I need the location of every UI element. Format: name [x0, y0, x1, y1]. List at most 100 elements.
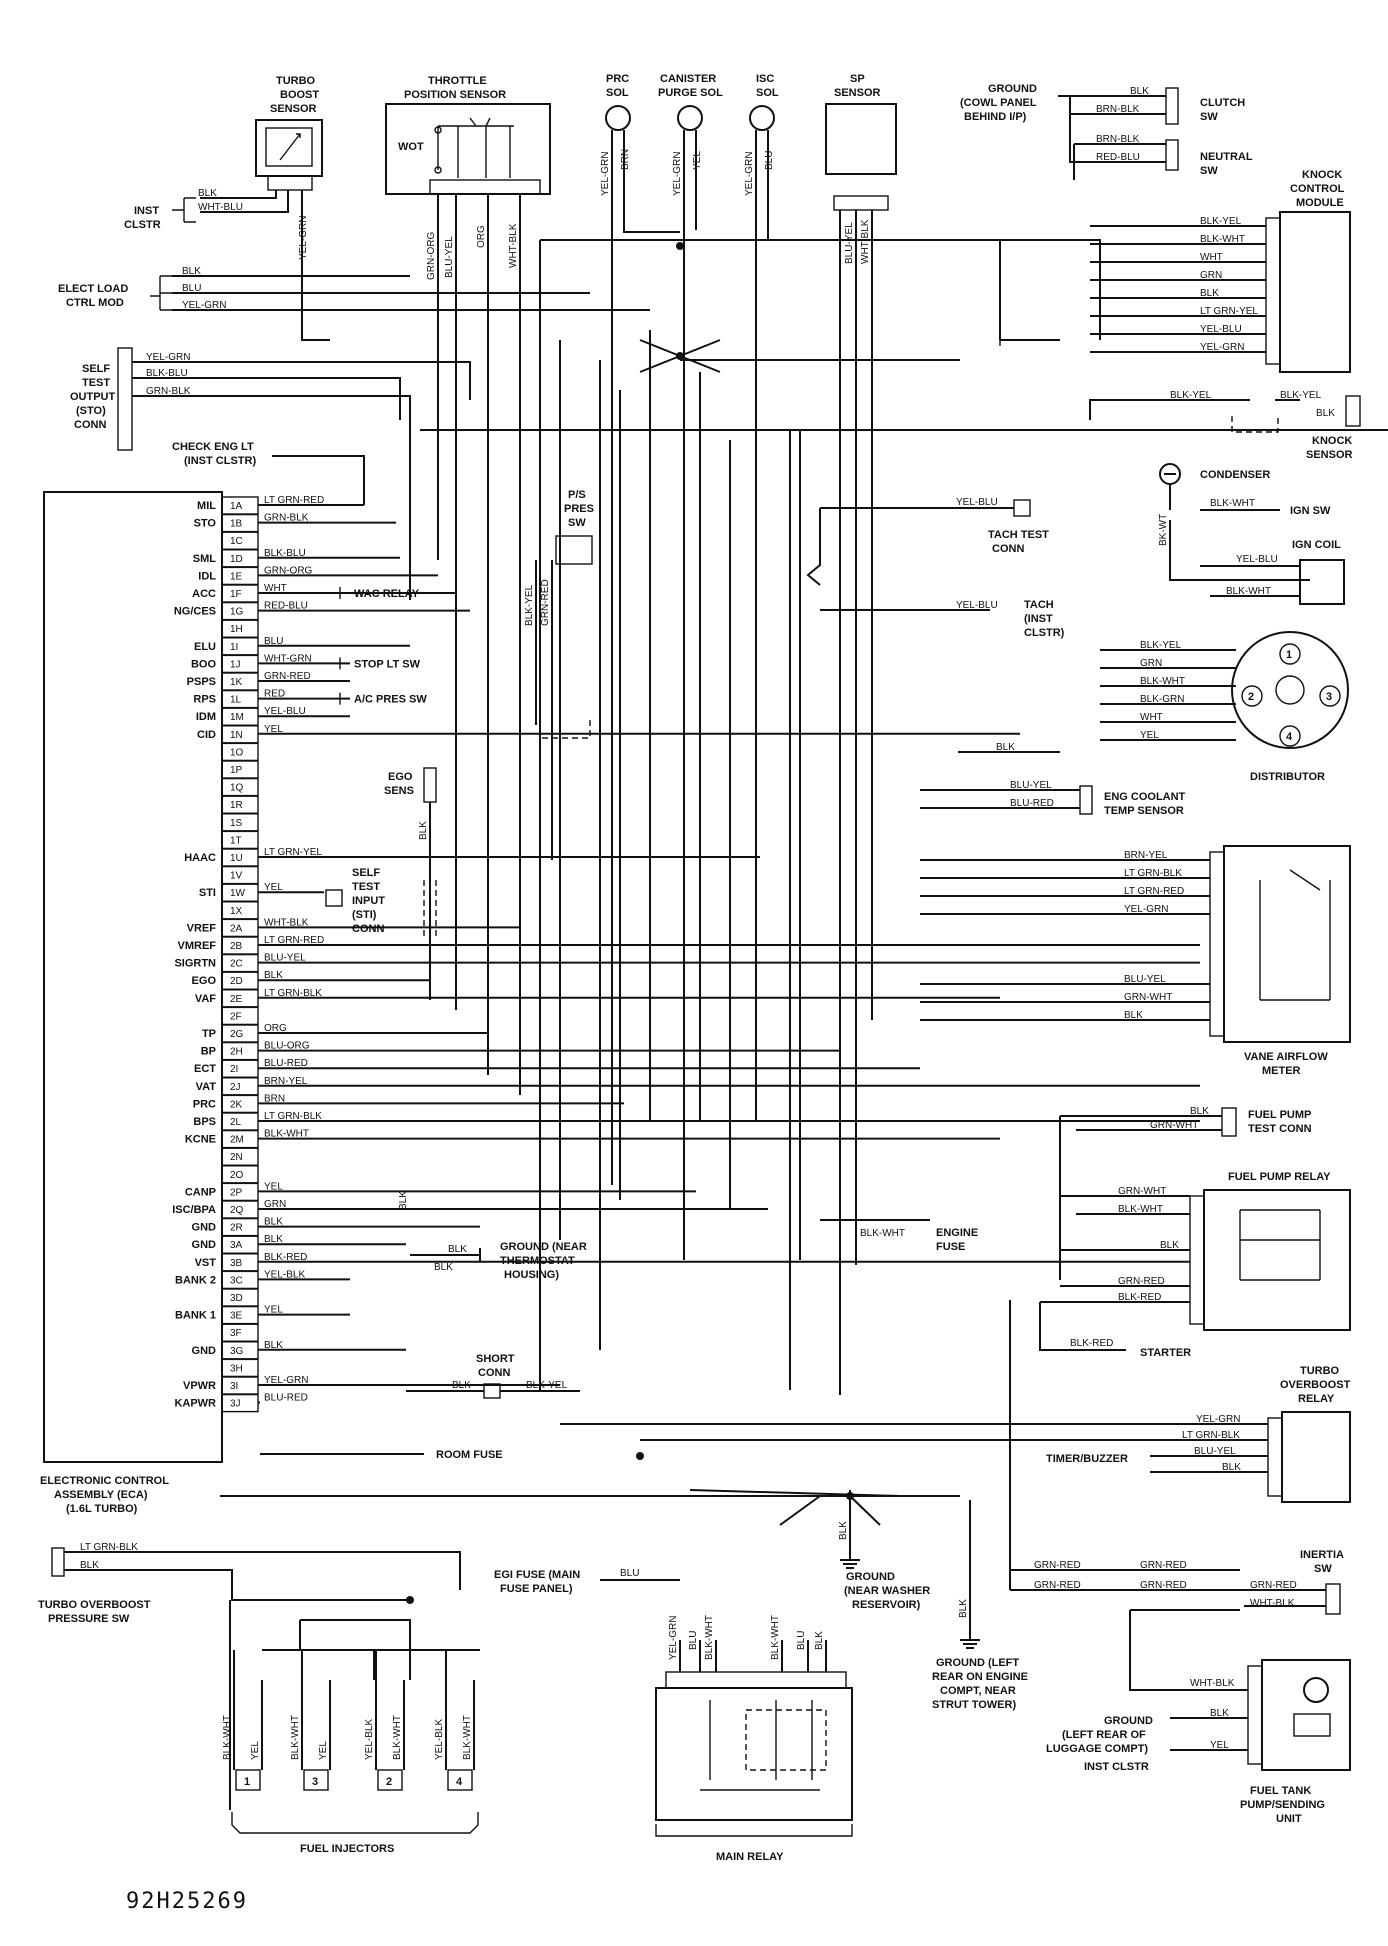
throttle-position-sensor: THROTTLE POSITION SENSOR WOT GRN-ORG BLU…: [385, 75, 551, 1095]
timer-buzzer-label: TIMER/BUZZER: [1046, 1453, 1128, 1465]
sto-label-2: TEST: [82, 377, 110, 389]
wire-label: BLK-WHT: [1118, 1204, 1163, 1215]
wire-label: BLU: [688, 1631, 699, 1650]
ecu-pin-id: 1Q: [230, 783, 244, 794]
ecu-pin-function: PRC: [193, 1098, 216, 1110]
wire-label: BLK-BLU: [146, 368, 188, 379]
distributor: 1 2 3 4 DISTRIBUTOR BLK-YELGRNBLK-WHTBLK…: [958, 631, 1349, 783]
wire-label: BLK: [838, 1521, 849, 1540]
ecu-pin-id: 1G: [230, 607, 244, 618]
wire-label: BLK-WHT: [1210, 498, 1255, 509]
wire-label: BLU-YEL: [844, 222, 855, 264]
wire-label: BLK: [398, 1191, 409, 1210]
inst-clstr-bottom: INST CLSTR: [1084, 1761, 1149, 1773]
distributor-wire-label: BLK: [996, 742, 1015, 753]
ecu-pin-function: SML: [193, 553, 217, 565]
wire-label: GRN-RED: [1118, 1276, 1165, 1287]
ecu-pin-wire-label: BLK-RED: [264, 1252, 307, 1263]
tor-connector: [1267, 1417, 1283, 1497]
distributor-wire-label: BLK-YEL: [1140, 640, 1182, 651]
coolant-sensor-icon: [1079, 785, 1093, 815]
ecu-pin-id: 1A: [230, 501, 243, 512]
main-relay-bracket: [655, 1824, 853, 1837]
wot-label: WOT: [398, 141, 424, 153]
sti-label-3: INPUT: [352, 895, 385, 907]
injector-wire-label: YEL: [318, 1741, 329, 1760]
wire-label: BLU: [182, 283, 201, 294]
ecu-pin-id: 2C: [230, 959, 243, 970]
vaf-wire-label: BRN-YEL: [1124, 850, 1168, 861]
egi-fuse-2: FUSE PANEL): [500, 1583, 573, 1595]
ground-symbol-icon: [960, 1639, 980, 1649]
distributor-body: [1231, 631, 1349, 749]
wire-label: WHT-BLK: [1190, 1678, 1235, 1689]
ps-switch-icon: [555, 535, 593, 565]
vaf-connector: [1209, 851, 1225, 1037]
ecu-pin-function: STI: [199, 887, 216, 899]
injector-wire-label: BLK-WHT: [222, 1715, 233, 1760]
ecu-pin-id: 1T: [230, 835, 242, 846]
injector-icon: [303, 1769, 329, 1791]
vaf-wire-label: BLU-YEL: [1124, 974, 1166, 985]
turbo-boost-label-1: TURBO: [276, 75, 316, 87]
distributor-wire-label: GRN: [1140, 658, 1162, 669]
switch-contact: [434, 166, 442, 174]
clutch-neutral-switches: GROUND (COWL PANEL BEHIND I/P) BLK BRN-B…: [960, 83, 1253, 180]
kcm-shield-route: [999, 240, 1060, 341]
grounds-bottom: BLK BLK GROUND (NEAR WASHER RESERVOIR) G…: [838, 1490, 1028, 1711]
ecu-pin-wire-label: GRN-BLK: [264, 513, 309, 524]
fuel-pump-relay: FUEL PUMP RELAY GRN-WHT BLK-WHT BLK GRN-…: [1040, 1171, 1351, 1331]
ecu-pin-wire-label: YEL-GRN: [264, 1375, 308, 1386]
ecu-pin-id: 2M: [230, 1135, 244, 1146]
wire-label: GRN-BLK: [146, 386, 191, 397]
wire-label: YEL-GRN: [668, 1616, 679, 1660]
ecu-pin-function: BP: [201, 1046, 216, 1058]
splice-dot: [406, 1596, 414, 1604]
ignition-section: CONDENSER BK-WT BLK-WHT IGN SW IGN COIL …: [1158, 463, 1345, 605]
ecu-pin-id: 2D: [230, 976, 243, 987]
ps-label-2: PRES: [564, 503, 594, 515]
kcm-label-3: MODULE: [1296, 197, 1344, 209]
ecu-pin-id: 2J: [230, 1082, 241, 1093]
sto-label-1: SELF: [82, 363, 110, 375]
injector-wire: [301, 1650, 331, 1770]
wire-label: BLU-YEL: [444, 236, 455, 278]
kcm-wire-label: YEL-GRN: [1200, 342, 1244, 353]
ecu-pin-id: 3F: [230, 1328, 242, 1339]
room-fuse: ROOM FUSE: [260, 1449, 503, 1461]
injector-wire-label: BLK-WHT: [392, 1715, 403, 1760]
ecu-pin-wire-label: LT GRN-RED: [264, 495, 324, 506]
fp-relay-label: FUEL PUMP RELAY: [1228, 1171, 1331, 1183]
distributor-term-2: [1241, 685, 1263, 707]
ego-sti: EGO SENS BLK SELF TEST INPUT (STI) CONN …: [325, 720, 591, 1210]
throttle-connector: [429, 179, 541, 195]
wire-label: ORG: [476, 225, 487, 248]
wire-label: BLK-WHT: [770, 1615, 781, 1660]
wire-label: BLK: [1210, 1708, 1229, 1719]
ecu-pin-id: 1B: [230, 519, 243, 530]
elect-load-1: ELECT LOAD: [58, 283, 128, 295]
elect-load-wires: [172, 275, 650, 311]
ecu-pin-wire-label: BLU: [264, 636, 283, 647]
ecu-pin-wire-label: YEL-BLU: [264, 706, 306, 717]
wire-label: BLK-YEL: [526, 1380, 568, 1391]
wire-label: BLU: [764, 151, 775, 170]
wire-label: BLK-YEL: [1280, 390, 1322, 401]
ecu-title-2: ASSEMBLY (ECA): [54, 1489, 148, 1501]
wire-label: YEL-GRN: [600, 152, 611, 196]
shield-dash: [1231, 416, 1279, 433]
vaf-wire-label: YEL-GRN: [1124, 904, 1168, 915]
ecu-side-label: A/C PRES SW: [354, 694, 427, 706]
wire-label: GRN-WHT: [1150, 1120, 1198, 1131]
knock-wires: [1089, 399, 1300, 420]
ecu-pin-id: 2A: [230, 923, 243, 934]
inertia-fuel-tank: GRN-RED GRN-RED GRN-RED GRN-RED GRN-RED …: [1009, 1300, 1351, 1825]
starter-wire: [1039, 1302, 1126, 1351]
shield-dash: [999, 330, 1060, 350]
tach-test-2: CONN: [992, 543, 1024, 555]
ecu-pin-function: VREF: [187, 922, 217, 934]
connector-bracket: [150, 275, 172, 311]
ecu-assembly: 1AMIL1BSTO1C1DSML1EIDL1FACC1GNG/CES1H1IE…: [40, 491, 259, 1515]
ground-thermo-wire: [410, 1248, 481, 1262]
